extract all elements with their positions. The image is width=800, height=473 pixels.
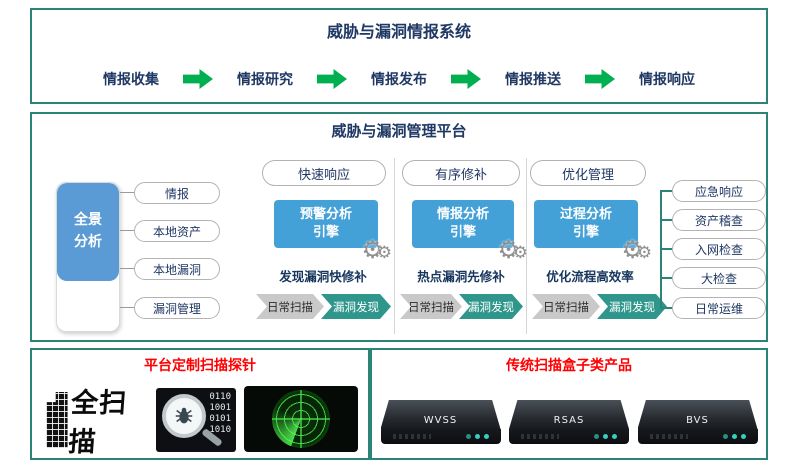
column-header-rapid: 快速响应: [262, 160, 386, 186]
flow-vuln-found: 漏洞发现: [597, 294, 667, 319]
arrow-right-icon: [183, 69, 213, 89]
flow-vuln-found: 漏洞发现: [459, 294, 523, 319]
building-icon: [46, 392, 68, 448]
column-divider: [394, 158, 395, 334]
flow-daily-scan: 日常扫描: [256, 294, 324, 319]
column-header-optimize: 优化管理: [530, 160, 646, 186]
scanner-boxes-section: 传统扫描盒子类产品 WVSS RSAS BVS: [370, 348, 768, 460]
column-desc: 发现漏洞快修补: [279, 269, 367, 284]
platform-section: 威胁与漏洞管理平台 全景 分析 情报 本地资产 本地漏洞 漏洞管理 快速响应 有…: [30, 112, 768, 342]
engine-process-analysis: 过程分析 引擎 ⚙⚙: [534, 200, 652, 262]
magnifier-icon: [162, 394, 206, 438]
panorama-analysis-label: 全景 分析: [57, 183, 119, 281]
server-front-face: [380, 429, 501, 444]
probes-section: 平台定制扫描探针 全扫描 0110 1001 0101 1010: [30, 348, 370, 460]
connector-line: [120, 192, 134, 193]
server-row: WVSS RSAS BVS: [372, 400, 766, 446]
right-connector-stub: [660, 307, 672, 309]
right-item-inspection: 大检查: [672, 267, 766, 289]
server-top-face: BVS: [637, 400, 758, 429]
arrow-right-icon: [317, 69, 347, 89]
left-item-intel: 情报: [134, 182, 220, 204]
column-divider: [526, 158, 527, 334]
left-item-local-assets: 本地资产: [134, 220, 220, 242]
arrow-right-icon: [451, 69, 481, 89]
engine-label: 过程分析 引擎: [559, 206, 612, 240]
server-top-face: WVSS: [380, 400, 501, 429]
right-item-emergency: 应急响应: [672, 180, 766, 202]
flow-vuln-found: 漏洞发现: [321, 294, 391, 319]
right-connector-stub: [660, 277, 672, 279]
server-front-face: [637, 429, 758, 444]
server-label: BVS: [686, 415, 709, 426]
column-desc: 优化流程高效率: [546, 269, 634, 284]
flow-step-research: 情报研究: [237, 72, 293, 88]
panorama-analysis-panel: 全景 分析: [56, 182, 120, 332]
gear-icon: ⚙⚙: [361, 235, 392, 264]
platform-title: 威胁与漏洞管理平台: [331, 122, 467, 140]
column-header-orderly: 有序修补: [402, 160, 520, 186]
right-item-asset-audit: 资产稽查: [672, 209, 766, 231]
right-connector-stub: [660, 190, 672, 192]
server-label: WVSS: [423, 415, 458, 426]
engine-warning-analysis: 预警分析 引擎 ⚙⚙: [274, 200, 392, 262]
radar-graphic: [244, 386, 358, 452]
flow-step-collect: 情报收集: [103, 72, 159, 88]
flow-step-publish: 情报发布: [371, 72, 427, 88]
flow-step-respond: 情报响应: [639, 72, 695, 88]
flow-step-push: 情报推送: [505, 72, 561, 88]
column-desc: 热点漏洞先修补: [417, 269, 505, 284]
connector-line: [120, 268, 134, 269]
server-appliance-bvs: BVS: [637, 400, 758, 446]
fullscan-logo: 全扫描: [46, 388, 152, 458]
right-item-net-check: 入网检查: [672, 238, 766, 260]
connector-line: [120, 230, 134, 231]
scanner-boxes-title: 传统扫描盒子类产品: [506, 358, 632, 374]
engine-intel-analysis: 情报分析 引擎 ⚙⚙: [412, 200, 528, 262]
binary-text: 0110 1001 0101 1010: [209, 392, 231, 435]
fullscan-logo-text: 全扫描: [66, 388, 128, 458]
flow-daily-scan: 日常扫描: [532, 294, 600, 319]
intel-system-title: 威胁与漏洞情报系统: [326, 22, 471, 41]
flow-daily-scan: 日常扫描: [400, 294, 462, 319]
server-top-face: RSAS: [509, 400, 629, 429]
intel-flow: 情报收集 情报研究 情报发布 情报推送 情报响应: [32, 66, 766, 92]
right-connector-stub: [660, 248, 672, 250]
engine-label: 预警分析 引擎: [299, 206, 352, 240]
gear-icon: ⚙⚙: [621, 235, 652, 264]
server-label: RSAS: [553, 415, 585, 426]
right-connector-stub: [660, 219, 672, 221]
probes-title: 平台定制扫描探针: [144, 358, 256, 374]
bug-icon: [175, 407, 193, 424]
left-item-vuln-mgmt: 漏洞管理: [134, 297, 220, 319]
gear-icon: ⚙⚙: [497, 235, 528, 264]
connector-line: [120, 307, 134, 308]
radar-screen-icon: [272, 390, 330, 448]
server-front-face: [509, 429, 629, 444]
arrow-right-icon: [585, 69, 615, 89]
right-item-daily-ops: 日常运维: [672, 297, 766, 319]
intel-system-section: 威胁与漏洞情报系统 情报收集 情报研究 情报发布 情报推送 情报响应: [30, 8, 768, 104]
engine-label: 情报分析 引擎: [436, 206, 489, 240]
server-appliance-rsas: RSAS: [509, 400, 629, 446]
left-item-local-vulns: 本地漏洞: [134, 258, 220, 280]
magnifier-bug-graphic: 0110 1001 0101 1010: [156, 388, 236, 452]
server-appliance-wvss: WVSS: [380, 400, 501, 446]
